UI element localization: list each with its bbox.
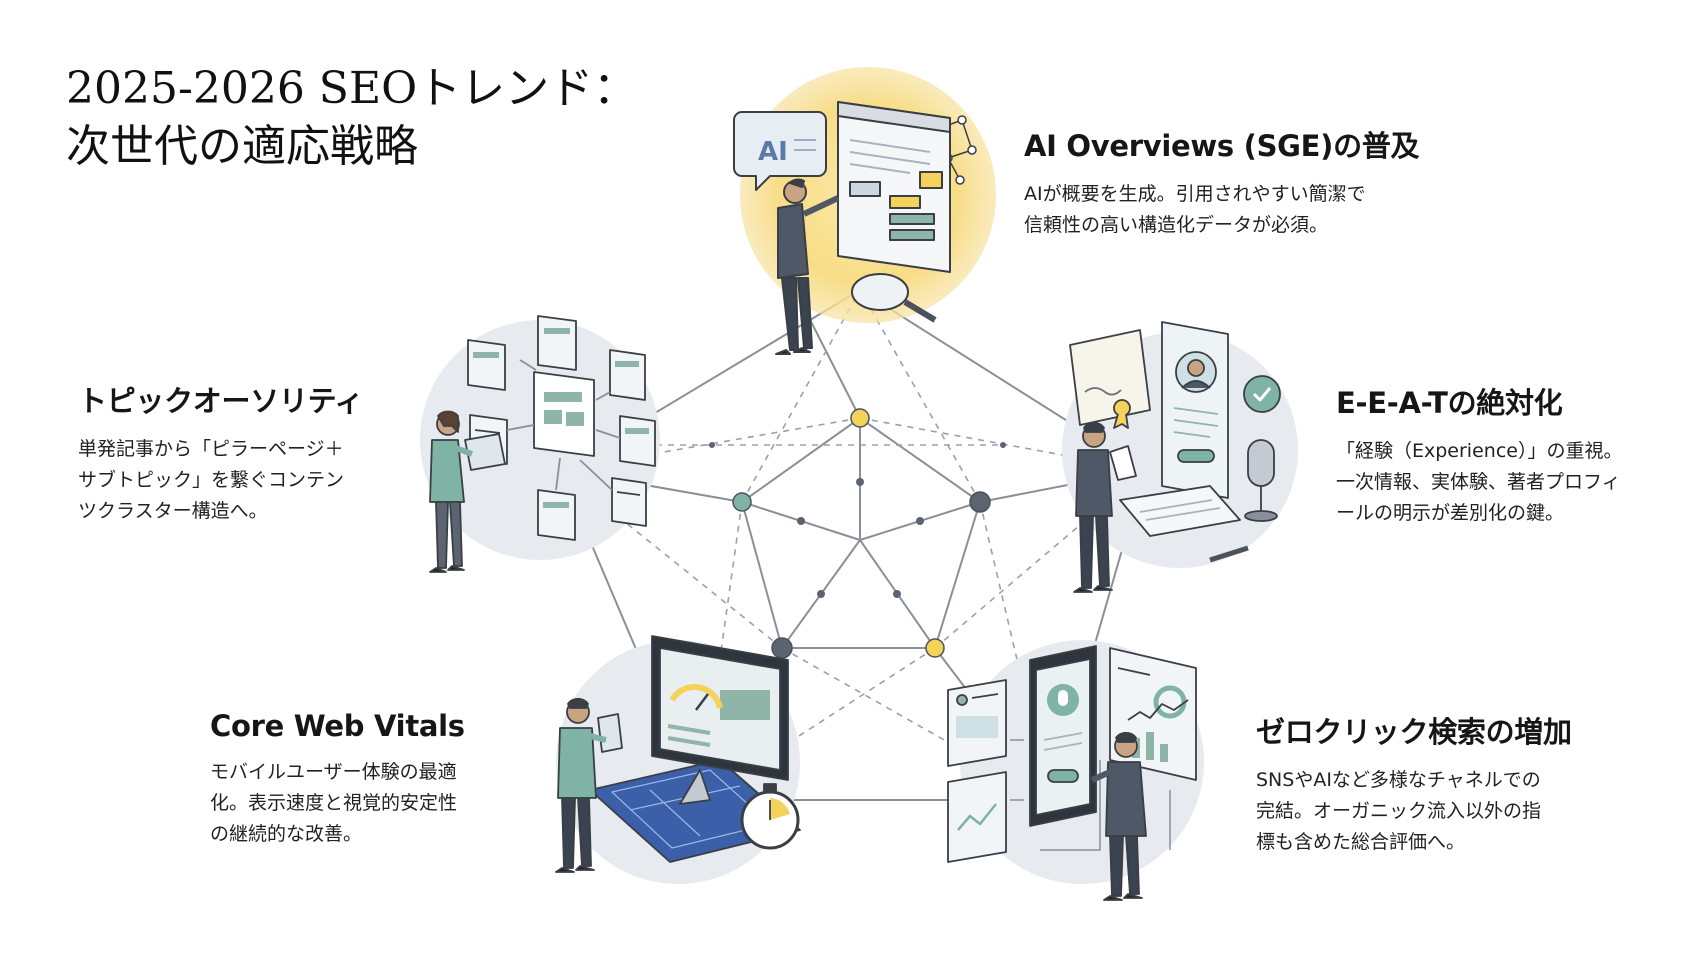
- certificate-icon: [1069, 329, 1151, 429]
- node-small-6: [709, 442, 715, 448]
- person-icon: [1073, 421, 1137, 593]
- trend-description-line: ツクラスター構造へ。: [78, 500, 268, 522]
- trend-ai-overviews: AI Overviews (SGE)の普及 AIが概要を生成。引用されやすい簡潔…: [1024, 123, 1420, 241]
- smartphone-voice-icon: [1029, 645, 1097, 827]
- page-title-line-2: 次世代の適応戦略: [66, 121, 418, 172]
- illustration-cwv: [555, 635, 801, 873]
- browser-window-icon: [837, 101, 951, 273]
- smartphone-icon: [597, 713, 623, 753]
- person-icon: [1090, 731, 1147, 901]
- stopwatch-icon: [740, 783, 800, 850]
- ai-speech-bubble-icon: AI: [733, 111, 827, 191]
- trend-description: モバイルユーザー体験の最適 化。表示速度と視覚的安定性 の継続的な改善。: [210, 757, 465, 850]
- illustration-eeat: [1069, 321, 1281, 593]
- trend-heading: Core Web Vitals: [210, 709, 465, 743]
- illustration-ai: AI: [733, 101, 977, 355]
- network-nodes: [709, 408, 1006, 659]
- node-inner-right: [969, 491, 991, 513]
- gauge-icon: [669, 684, 723, 711]
- notebook-icon: [1119, 485, 1241, 537]
- pen-icon: [1209, 545, 1249, 563]
- verified-badge-icon: [1243, 375, 1281, 413]
- person-icon: [555, 697, 607, 873]
- trend-description: SNSやAIなど多様なチャネルでの 完結。オーガニック流入以外の指 標も含めた総…: [1256, 765, 1572, 858]
- trend-description-line: モバイルユーザー体験の最適: [210, 761, 457, 783]
- page-title: 2025-2026 SEOトレンド： 次世代の適応戦略: [66, 60, 746, 176]
- trend-description-line: 標も含めた総合評価へ。: [1256, 831, 1466, 853]
- trend-topic-authority: トピックオーソリティ 単発記事から「ピラーページ＋ サブトピック」を繋ぐコンテン…: [78, 378, 364, 527]
- trend-description: 「経験（Experience）」の重視。 一次情報、実体験、著者プロフィ ールの…: [1336, 436, 1622, 529]
- trend-heading: ゼロクリック検索の増加: [1256, 715, 1572, 749]
- trend-description-line: 「経験（Experience）」の重視。: [1336, 440, 1623, 462]
- node-small-2: [916, 517, 924, 525]
- trend-core-web-vitals: Core Web Vitals モバイルユーザー体験の最適 化。表示速度と視覚的…: [210, 709, 465, 850]
- ai-bubble-label: AI: [758, 137, 788, 167]
- trend-description: AIが概要を生成。引用されやすい簡潔で 信頼性の高い構造化データが必須。: [1024, 179, 1419, 241]
- illustration-topic: [429, 315, 656, 573]
- node-inner-left: [732, 492, 752, 512]
- node-small-1: [856, 478, 864, 486]
- node-inner-top: [850, 408, 870, 428]
- trend-description-line: 単発記事から「ピラーページ＋: [78, 438, 344, 460]
- trend-zero-click: ゼロクリック検索の増加 SNSやAIなど多様なチャネルでの 完結。オーガニック流…: [1256, 709, 1572, 858]
- page-title-line-1: 2025-2026 SEOトレンド：: [66, 63, 638, 114]
- illustration-zero: [947, 645, 1197, 901]
- node-small-3: [893, 590, 901, 598]
- trend-description-line: サブトピック」を繋ぐコンテン: [78, 469, 345, 491]
- trend-eeat: E-E-A-Tの絶対化 「経験（Experience）」の重視。 一次情報、実体…: [1336, 380, 1622, 529]
- trend-heading: AI Overviews (SGE)の普及: [1024, 129, 1420, 163]
- analytics-panel-icon: [1109, 647, 1197, 781]
- node-small-4: [817, 590, 825, 598]
- trend-description: 単発記事から「ピラーページ＋ サブトピック」を繋ぐコンテン ツクラスター構造へ。: [78, 434, 363, 527]
- flow-arrows: [1010, 739, 1171, 851]
- trend-description-line: 化。表示速度と視覚的安定性: [210, 792, 458, 814]
- trend-description-line: 信頼性の高い構造化データが必須。: [1024, 214, 1329, 236]
- trend-description-line: 一次情報、実体験、著者プロフィ: [1336, 471, 1621, 493]
- tablet-icon: [464, 433, 506, 471]
- trend-heading: E-E-A-Tの絶対化: [1336, 386, 1563, 420]
- trend-description-line: ールの明示が差別化の鍵。: [1336, 502, 1565, 524]
- trend-description-line: の継続的な改善。: [210, 823, 363, 845]
- trend-heading: トピックオーソリティ: [78, 384, 364, 418]
- trend-description-line: 完結。オーガニック流入以外の指: [1256, 800, 1542, 822]
- document-cluster-icon: [467, 315, 656, 541]
- trend-description-line: AIが概要を生成。引用されやすい簡潔で: [1024, 183, 1366, 205]
- trend-description-line: SNSやAIなど多様なチャネルでの: [1256, 769, 1541, 791]
- node-small-7: [1000, 442, 1006, 448]
- microphone-icon: [1244, 439, 1278, 522]
- person-icon: [429, 410, 474, 573]
- node-inner-bottom-left: [771, 637, 793, 659]
- person-icon: [775, 178, 840, 355]
- node-inner-bottom-right: [925, 638, 945, 658]
- node-small-5: [797, 517, 805, 525]
- smartphone-profile-icon: [1161, 321, 1229, 499]
- app-card-icon: [947, 679, 1007, 863]
- magnifier-icon: [851, 273, 937, 323]
